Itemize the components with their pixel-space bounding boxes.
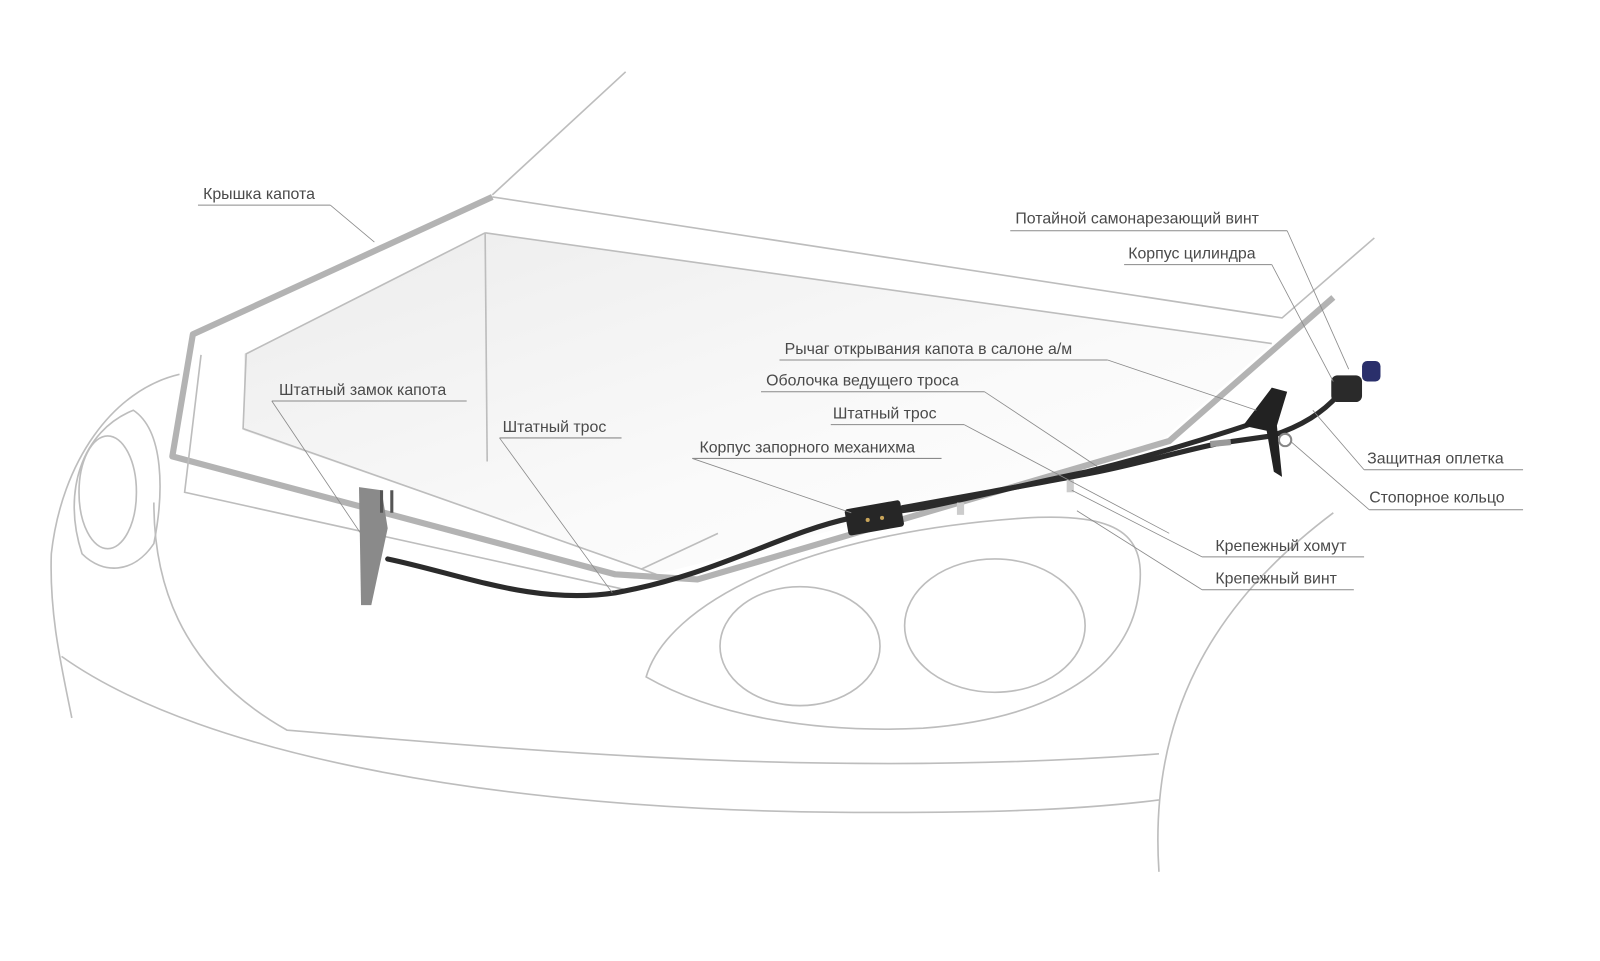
svg-text:Штатный замок капота: Штатный замок капота (279, 382, 446, 399)
release-lever (1243, 387, 1288, 477)
cable-assembly (358, 361, 1381, 606)
svg-text:Оболочка ведущего троса: Оболочка ведущего троса (766, 373, 959, 390)
label-protective-braid: Защитная оплетка (1364, 451, 1524, 471)
car-outline (50, 71, 1375, 872)
label-retaining-ring: Стопорное кольцо (1369, 490, 1524, 511)
label-stock-hood-lock: Штатный замок капота (271, 382, 467, 402)
svg-text:Защитная оплетка: Защитная оплетка (1367, 451, 1504, 468)
label-release-lever: Рычаг открывания капота в салоне а/м (779, 341, 1108, 361)
label-hood-cover: Крышка капота (197, 186, 331, 206)
leader-lines (271, 204, 1370, 594)
lock-cylinder (1331, 375, 1363, 403)
stock-hood-lock (358, 487, 388, 606)
hood-edge (169, 194, 1336, 583)
svg-text:Крышка капота: Крышка капота (203, 186, 315, 203)
label-stock-cable-2: Штатный трос (830, 405, 965, 426)
label-mounting-screw: Крепежный винт (1202, 571, 1354, 591)
label-cylinder-housing: Корпус цилиндра (1124, 245, 1272, 266)
svg-text:Потайной самонарезающий винт: Потайной самонарезающий винт (1015, 211, 1259, 228)
label-countersunk-screw: Потайной самонарезающий винт (1010, 211, 1288, 232)
svg-text:Штатный трос: Штатный трос (503, 419, 607, 436)
key-icon (1362, 361, 1381, 382)
svg-text:Штатный трос: Штатный трос (833, 405, 937, 422)
svg-text:Крепежный хомут: Крепежный хомут (1215, 538, 1346, 555)
svg-text:Крепежный винт: Крепежный винт (1215, 571, 1337, 588)
label-drive-cable-sheath: Оболочка ведущего троса (761, 373, 985, 393)
label-lock-mechanism-housing: Корпус запорного механихма (692, 439, 942, 459)
lock-mechanism-housing (844, 500, 904, 536)
label-mounting-clamp: Крепежный хомут (1202, 538, 1365, 558)
label-stock-cable-1: Штатный трос (499, 419, 622, 439)
svg-text:Корпус цилиндра: Корпус цилиндра (1128, 245, 1256, 262)
svg-text:Стопорное кольцо: Стопорное кольцо (1369, 490, 1505, 507)
svg-text:Рычаг открывания капота в сало: Рычаг открывания капота в салоне а/м (785, 341, 1073, 358)
svg-text:Корпус запорного механихма: Корпус запорного механихма (699, 439, 915, 456)
